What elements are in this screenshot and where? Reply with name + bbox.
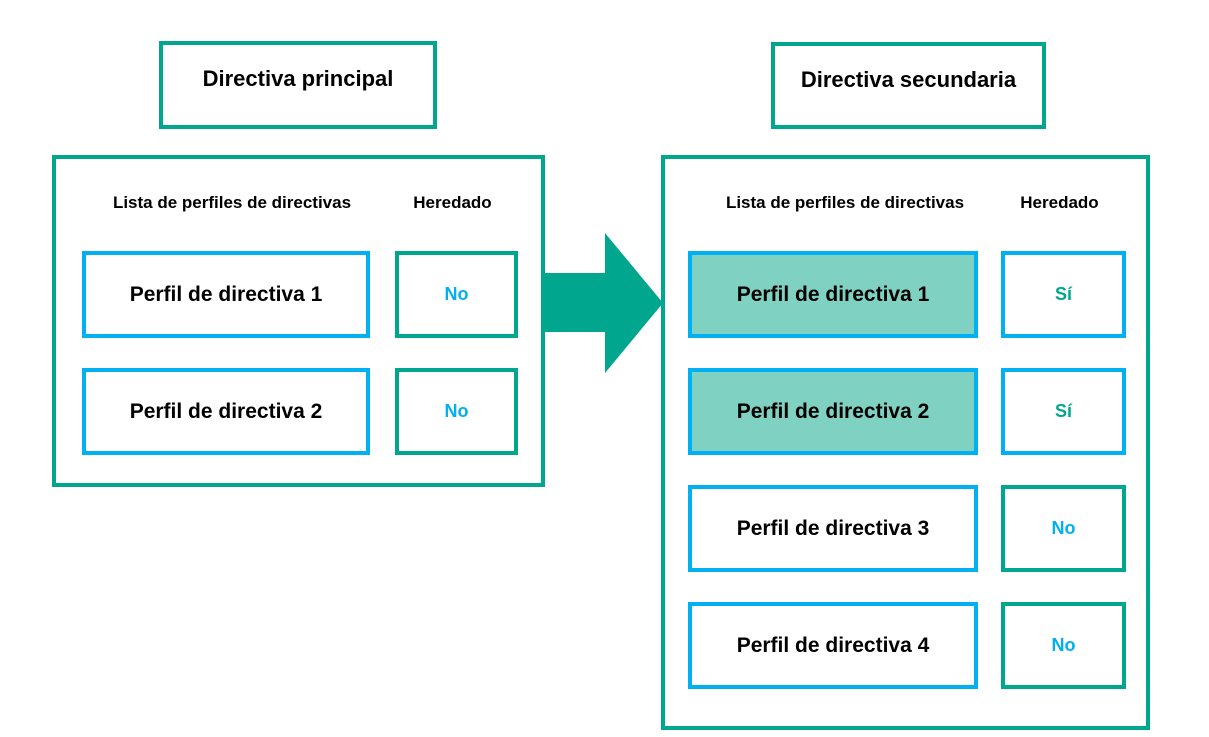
secondary-inherited-1: Sí	[1001, 251, 1126, 338]
secondary-profile-3-label: Perfil de directiva 3	[736, 516, 930, 540]
primary-profile-2-label: Perfil de directiva 2	[129, 399, 323, 423]
secondary-profile-3: Perfil de directiva 3	[688, 485, 978, 572]
primary-inherited-1-value: No	[444, 284, 469, 304]
secondary-profile-4-label: Perfil de directiva 4	[736, 633, 930, 657]
secondary-policy-title: Directiva secundaria	[771, 42, 1046, 129]
secondary-profile-1-label: Perfil de directiva 1	[736, 282, 930, 306]
secondary-inherited-4: No	[1001, 602, 1126, 689]
secondary-inherited-2: Sí	[1001, 368, 1126, 455]
primary-profile-1-label: Perfil de directiva 1	[129, 282, 323, 306]
primary-inherited-1: No	[395, 251, 518, 338]
primary-inherited-2: No	[395, 368, 518, 455]
secondary-profile-2-label: Perfil de directiva 2	[736, 399, 930, 423]
secondary-profile-1: Perfil de directiva 1	[688, 251, 978, 338]
secondary-list-header: Lista de perfiles de directivas	[725, 193, 965, 212]
secondary-inherited-2-value: Sí	[1054, 401, 1072, 421]
secondary-inherited-3-value: No	[1051, 518, 1076, 538]
primary-profile-2: Perfil de directiva 2	[82, 368, 370, 455]
primary-inherited-2-value: No	[444, 401, 469, 421]
secondary-policy-title-label: Directiva secundaria	[800, 66, 1017, 92]
primary-policy-title-label: Directiva principal	[202, 66, 394, 91]
primary-profile-1: Perfil de directiva 1	[82, 251, 370, 338]
primary-policy-title: Directiva principal	[159, 41, 437, 129]
primary-policy-panel: Lista de perfiles de directivas Heredado…	[52, 155, 545, 487]
secondary-inherited-header: Heredado	[1020, 193, 1099, 212]
secondary-policy-panel: Lista de perfiles de directivas Heredado…	[661, 155, 1150, 730]
inheritance-arrow-icon	[545, 233, 663, 373]
arrow-head	[605, 233, 663, 373]
secondary-profile-2: Perfil de directiva 2	[688, 368, 978, 455]
secondary-inherited-3: No	[1001, 485, 1126, 572]
secondary-inherited-1-value: Sí	[1054, 284, 1072, 304]
secondary-profile-4: Perfil de directiva 4	[688, 602, 978, 689]
primary-inherited-header: Heredado	[413, 193, 492, 212]
primary-list-header: Lista de perfiles de directivas	[112, 193, 352, 212]
secondary-inherited-4-value: No	[1051, 635, 1076, 655]
arrow-tail	[545, 273, 607, 332]
